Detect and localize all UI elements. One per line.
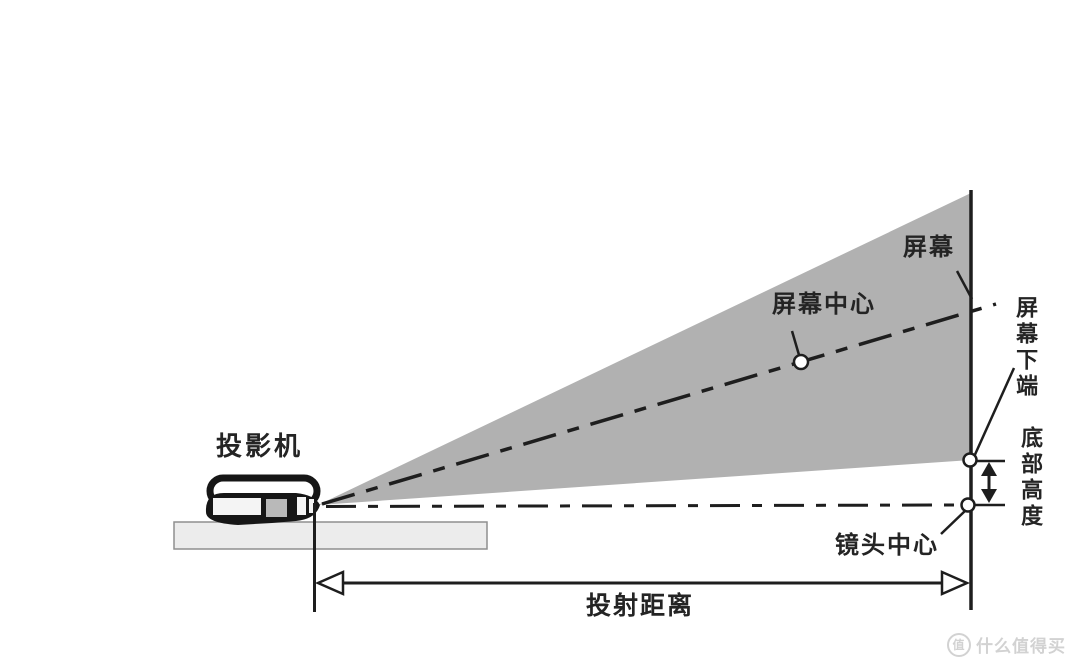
- watermark-logo-icon: 值: [947, 632, 971, 657]
- projection-beam-triangle: [318, 193, 971, 505]
- projector-label: 投影机: [216, 432, 304, 462]
- screen-center-leader: [790, 330, 801, 356]
- screen-center-marker: [792, 353, 810, 371]
- throw-distance-label: 投射距离: [585, 591, 694, 620]
- lens-center-marker: [960, 497, 976, 513]
- projector-vent-slit-2: [309, 499, 314, 513]
- bottom-height-arrow: [981, 462, 997, 503]
- lens-axis-line: [325, 503, 958, 508]
- screen-bottom-leader: [971, 367, 1016, 460]
- watermark-text: 什么值得买: [976, 637, 1066, 657]
- arrowhead-down-icon: [981, 489, 997, 503]
- lens-center-leader: [940, 509, 967, 535]
- projector-side-panel: [213, 498, 262, 515]
- arrowhead-left-icon: [314, 570, 345, 596]
- screen-bottom-marker: [962, 452, 978, 468]
- table-surface: [173, 521, 488, 550]
- lens-center-label: 镜头中心: [835, 531, 939, 559]
- projector-vent-slit: [297, 497, 306, 515]
- projector-lens-glass: [266, 499, 287, 517]
- arrowhead-right-icon: [940, 570, 971, 596]
- watermark: 值 什么值得买: [947, 632, 1066, 657]
- center-axis-line: [321, 302, 997, 506]
- projector-icon: [205, 474, 321, 525]
- screen-bottom-edge-label: 屏幕下端: [1012, 296, 1038, 400]
- screen-label-leader: [955, 270, 974, 300]
- bottom-height-label: 底部高度: [1017, 426, 1043, 530]
- screen-label: 屏幕: [903, 233, 955, 261]
- throw-distance-dimension: [314, 570, 971, 596]
- screen-center-label: 屏幕中心: [772, 290, 876, 318]
- arrowhead-up-icon: [981, 462, 997, 476]
